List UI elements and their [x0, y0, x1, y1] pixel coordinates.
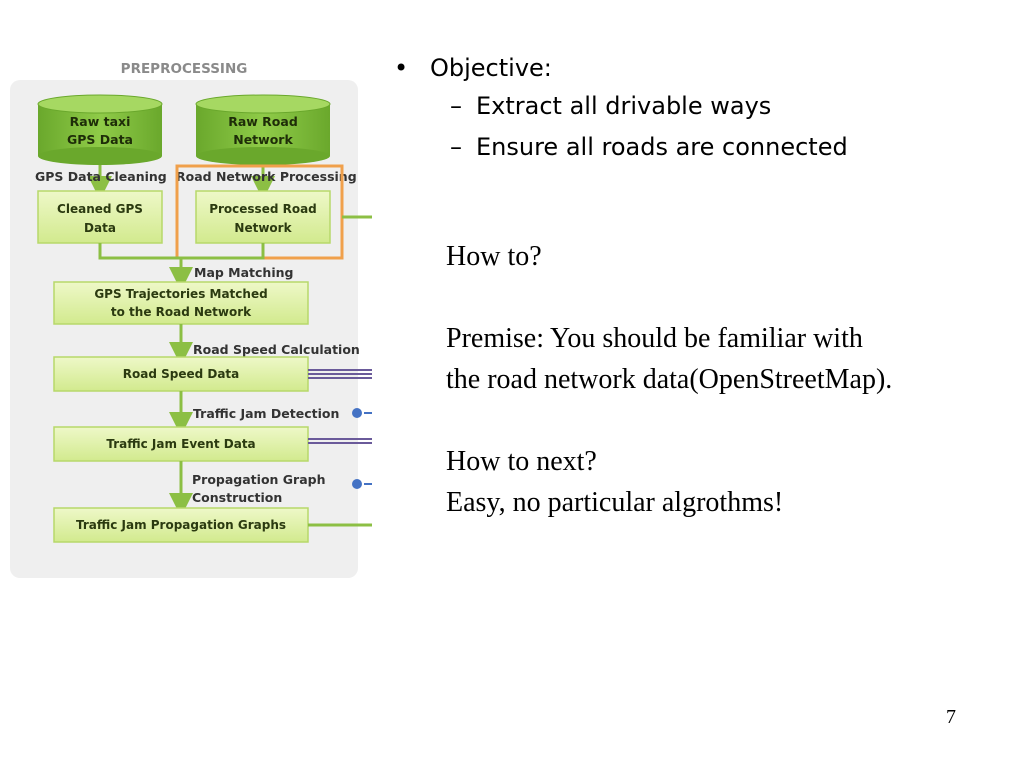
spacer — [446, 277, 1016, 318]
step-road-processing: Road Network Processing — [176, 169, 357, 184]
objective-item: – Extract all drivable ways — [394, 86, 848, 127]
road-speed-node: Road Speed Data — [53, 356, 309, 392]
svg-text:Data: Data — [84, 221, 116, 235]
easy-text: Easy, no particular algrothms! — [446, 487, 784, 518]
objective-item-text: Extract all drivable ways — [476, 92, 772, 120]
jam-event-node: Traffic Jam Event Data — [53, 426, 309, 462]
objective-heading-item: • Objective: — [394, 50, 848, 86]
processed-road-node: Processed Road Network — [195, 190, 331, 244]
premise-line2: the road network data(OpenStreetMap). — [446, 364, 893, 395]
objective-list: • Objective: – Extract all drivable ways… — [394, 50, 848, 168]
purple-lines-1 — [308, 369, 372, 379]
svg-text:Processed Road: Processed Road — [209, 202, 317, 216]
step-map-matching: Map Matching — [194, 265, 293, 280]
objective-heading: Objective: — [430, 54, 552, 82]
svg-text:Network: Network — [233, 132, 293, 147]
cleaned-gps-node: Cleaned GPS Data — [37, 190, 163, 244]
blue-dot-1 — [352, 408, 372, 418]
spacer — [446, 400, 1016, 441]
svg-text:Network: Network — [234, 221, 292, 235]
svg-text:GPS Data: GPS Data — [67, 132, 133, 147]
bullet-mark: • — [394, 54, 409, 82]
sub-bullet-mark: – — [450, 92, 462, 120]
raw-taxi-cylinder: Raw taxi GPS Data — [37, 94, 163, 165]
diagram-title: PREPROCESSING — [121, 61, 248, 77]
purple-lines-2 — [308, 438, 372, 444]
step-speed-calc: Road Speed Calculation — [193, 342, 360, 357]
how-to-next-text: How to next? — [446, 446, 597, 477]
objective-item-text: Ensure all roads are connected — [476, 133, 848, 161]
body-text: How to? Premise: You should be familiar … — [446, 236, 1016, 523]
propagation-graphs-node: Traffic Jam Propagation Graphs — [53, 507, 309, 543]
svg-text:Raw Road: Raw Road — [228, 114, 298, 129]
step-gps-cleaning: GPS Data Cleaning — [35, 169, 167, 184]
svg-text:Traffic Jam Propagation Graphs: Traffic Jam Propagation Graphs — [76, 518, 286, 532]
step-propagation-line1: Propagation Graph — [192, 472, 325, 487]
step-jam-detection: Traffic Jam Detection — [193, 406, 339, 421]
sub-bullet-mark: – — [450, 133, 462, 161]
blue-dot-2 — [352, 479, 372, 489]
matched-trajectories-node: GPS Trajectories Matched to the Road Net… — [53, 281, 309, 325]
preprocessing-diagram: PREPROCESSING Raw taxi GPS Data Raw Road… — [10, 61, 372, 578]
how-to-text: How to? — [446, 241, 542, 272]
premise-line1: Premise: You should be familiar with — [446, 323, 863, 354]
page-number: 7 — [946, 706, 956, 728]
svg-text:Raw taxi: Raw taxi — [70, 114, 131, 129]
svg-text:Road Speed Data: Road Speed Data — [123, 367, 240, 381]
step-propagation-line2: Construction — [192, 490, 282, 505]
svg-text:GPS Trajectories Matched: GPS Trajectories Matched — [94, 287, 267, 301]
svg-text:Cleaned GPS: Cleaned GPS — [57, 202, 143, 216]
objective-item: – Ensure all roads are connected — [394, 127, 848, 168]
svg-text:Traffic Jam Event Data: Traffic Jam Event Data — [106, 437, 255, 451]
svg-text:to the Road Network: to the Road Network — [111, 305, 252, 319]
raw-road-cylinder: Raw Road Network — [195, 94, 331, 165]
